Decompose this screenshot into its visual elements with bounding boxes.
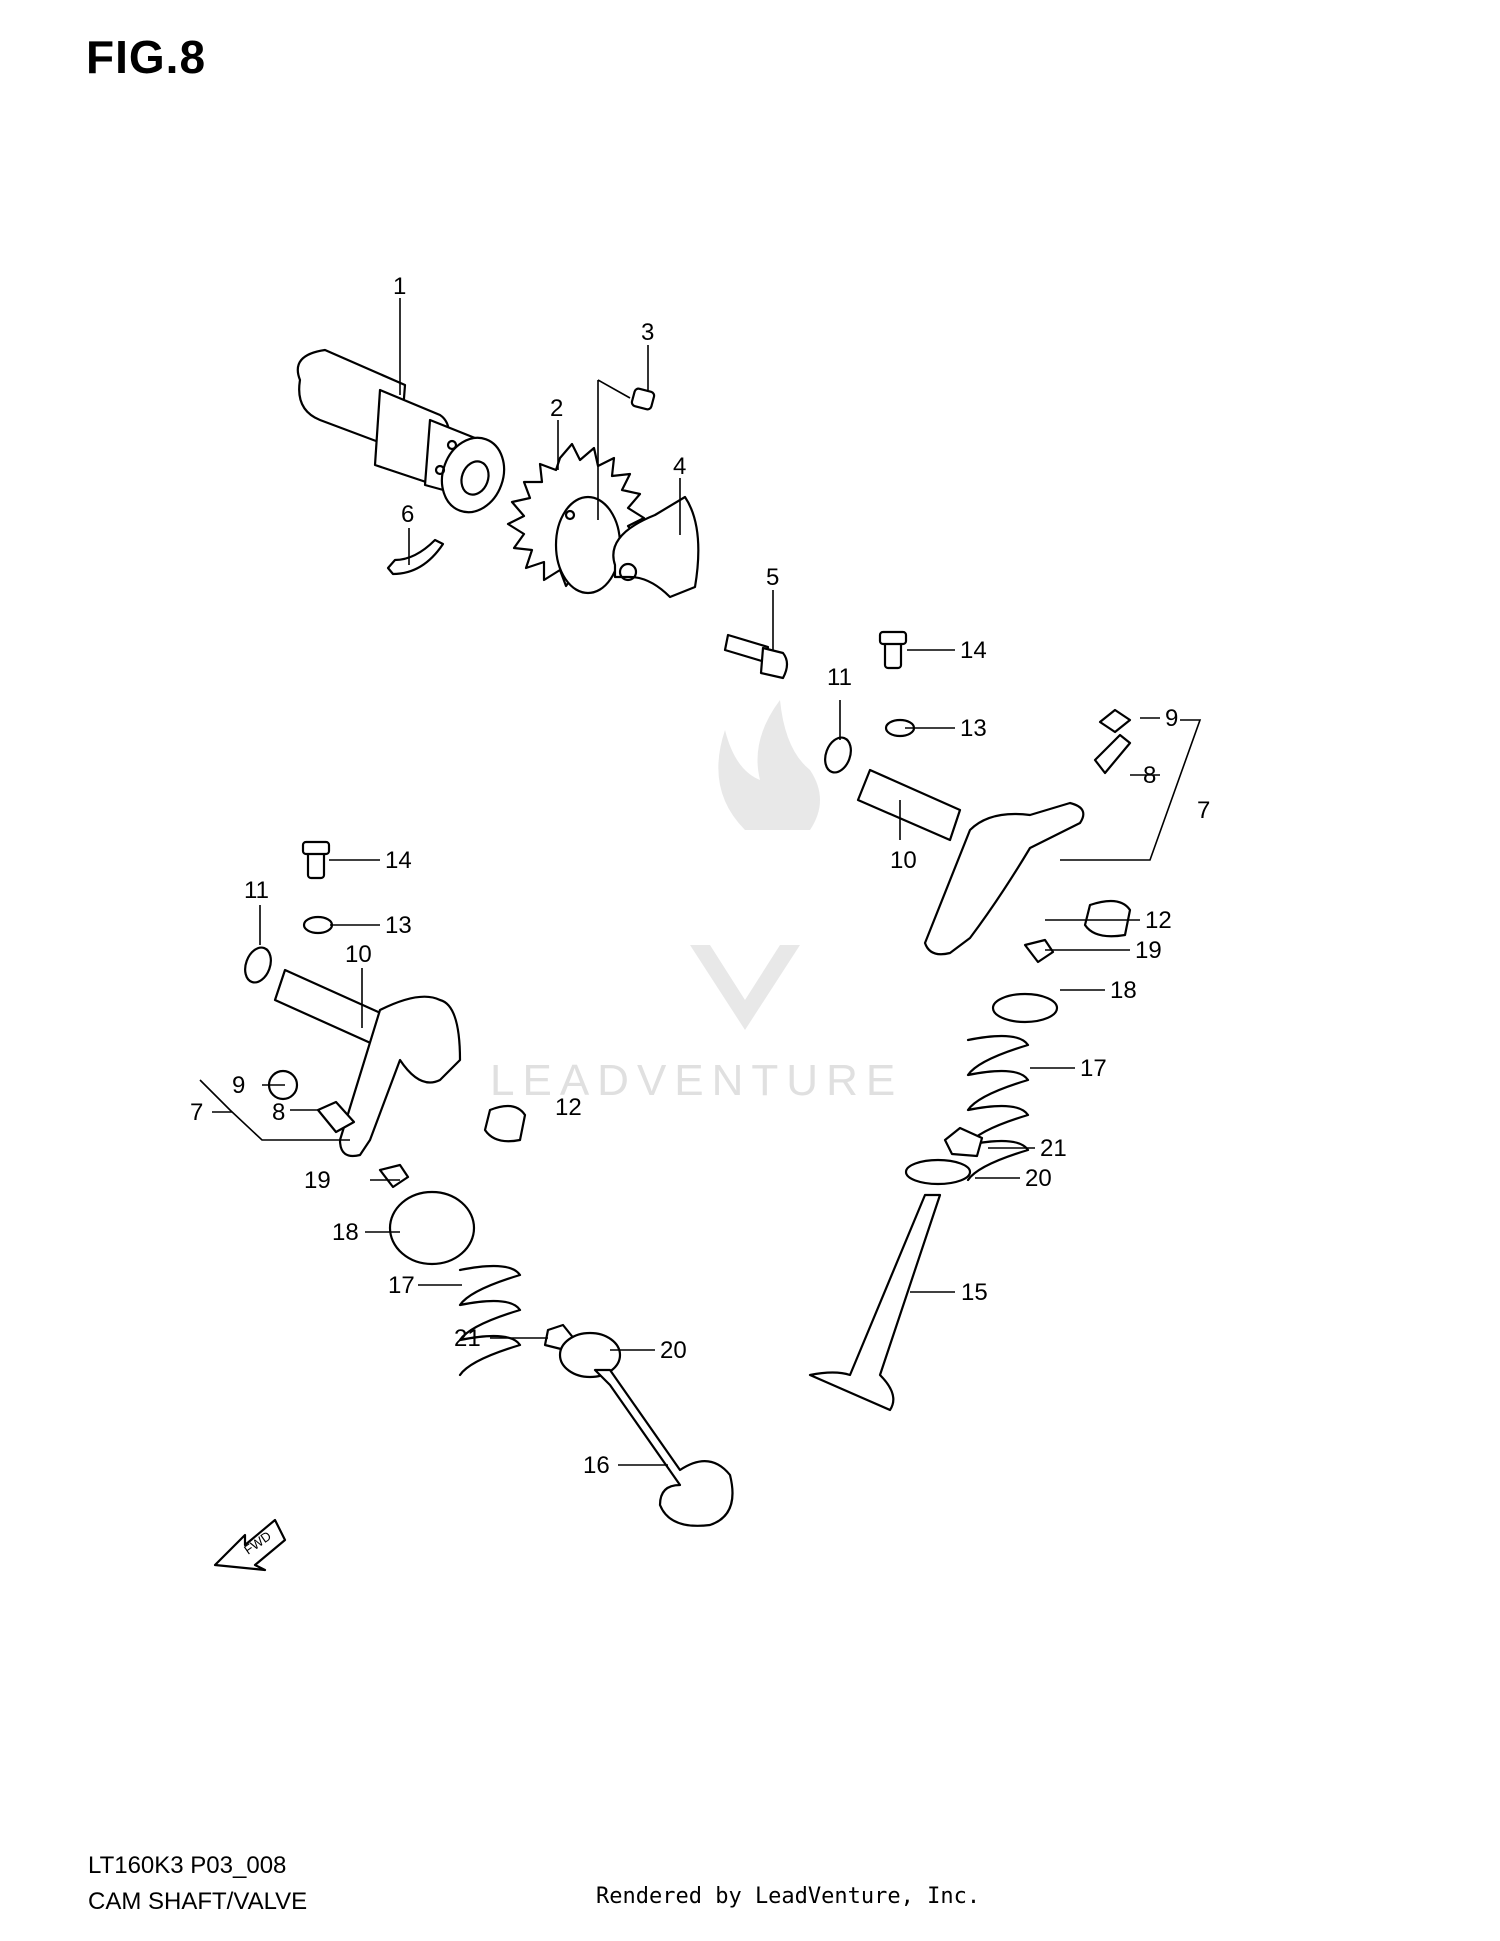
left-rocker-arm-assembly — [244, 840, 462, 1158]
right-valve-stack — [808, 899, 1132, 1412]
callout-8-left: 8 — [272, 1099, 285, 1126]
callout-13-right: 13 — [960, 715, 987, 742]
callout-12-right: 12 — [1145, 907, 1172, 934]
callout-17-right: 17 — [1080, 1055, 1107, 1082]
callout-9-left: 9 — [232, 1072, 245, 1099]
callout-11-right: 11 — [827, 664, 852, 691]
callout-18-right: 18 — [1110, 977, 1137, 1004]
callout-20-right: 20 — [1025, 1165, 1052, 1192]
watermark-text: LEADVENTURE — [490, 1056, 903, 1105]
section-title: CAM SHAFT/VALVE — [88, 1888, 308, 1915]
fwd-direction-arrow: FWD — [213, 1518, 287, 1572]
left-valve-stack — [378, 1104, 734, 1527]
callout-19-left: 19 — [304, 1167, 331, 1194]
guide-plate — [612, 495, 700, 599]
callout-11-left: 11 — [244, 877, 269, 904]
callout-5: 5 — [766, 564, 779, 591]
callout-19-right: 19 — [1135, 937, 1162, 964]
sprocket-bolt — [723, 633, 789, 680]
cam-sprocket — [506, 442, 646, 595]
callout-20-left: 20 — [660, 1337, 687, 1364]
dowel-pin — [597, 379, 656, 520]
callout-13-left: 13 — [385, 912, 412, 939]
retainer-clip — [386, 538, 445, 576]
callout-18-left: 18 — [332, 1219, 359, 1246]
camshaft — [296, 348, 506, 514]
callout-12-left: 12 — [555, 1094, 582, 1121]
callout-6: 6 — [401, 501, 414, 528]
figure-title: FIG.8 — [86, 31, 207, 83]
callout-17-left: 17 — [388, 1272, 415, 1299]
callout-8-right: 8 — [1143, 762, 1156, 789]
callout-14-right: 14 — [960, 637, 987, 664]
right-rocker-arm-assembly — [824, 630, 1132, 956]
callout-4: 4 — [673, 453, 686, 480]
callout-14-left: 14 — [385, 847, 412, 874]
callout-10-left: 10 — [345, 941, 372, 968]
rendered-by-credit: Rendered by LeadVenture, Inc. — [596, 1884, 981, 1909]
callout-21-right: 21 — [1040, 1135, 1067, 1162]
callout-9-right: 9 — [1165, 705, 1178, 732]
leadventure-watermark: LEADVENTURE — [490, 700, 903, 1105]
callout-2: 2 — [550, 395, 563, 422]
callout-16: 16 — [583, 1452, 610, 1479]
callout-21-left: 21 — [454, 1325, 481, 1352]
callout-10-right: 10 — [890, 847, 917, 874]
model-code: LT160K3 P03_008 — [88, 1852, 287, 1879]
callout-3: 3 — [641, 319, 654, 346]
callout-15: 15 — [961, 1279, 988, 1306]
callout-1: 1 — [393, 273, 406, 300]
callout-7-right: 7 — [1197, 797, 1210, 824]
callout-7-left: 7 — [190, 1099, 203, 1126]
